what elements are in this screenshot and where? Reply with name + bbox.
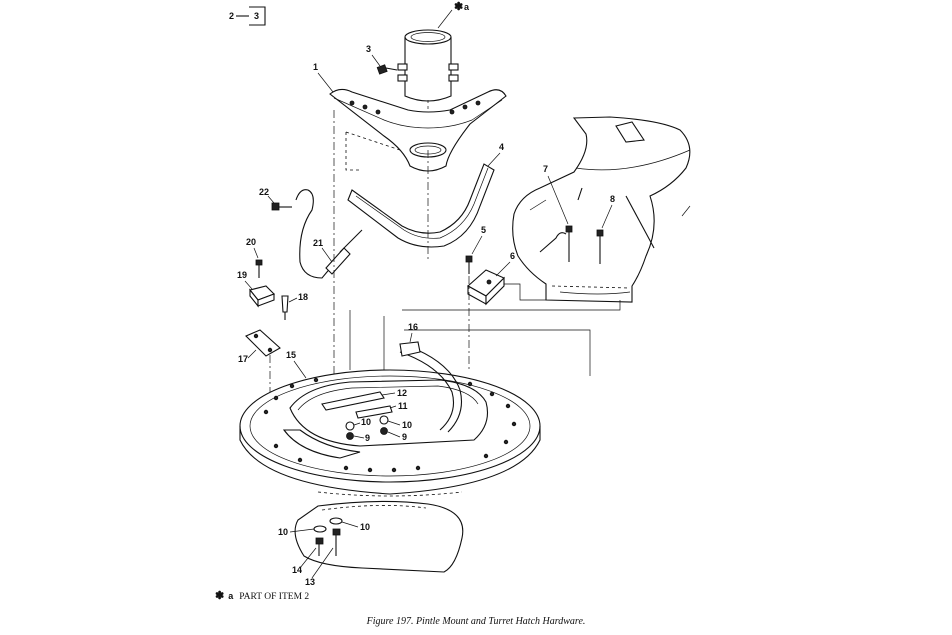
turret-roof-section [512,116,691,303]
pintle-bracket-1: 1 [313,62,507,172]
callout-15: 15 [286,350,296,360]
bolt-3: 3 [366,44,398,75]
callout-1: 1 [313,62,318,72]
callout-10-right: 10 [402,420,412,430]
callout-10-lower-left: 10 [278,527,288,537]
hatch-stop-16: 16 [399,322,421,357]
floor-callouts: 10 10 14 13 [278,521,370,587]
callout-19: 19 [237,270,247,280]
callout-21: 21 [313,238,323,248]
strip-12: 12 [321,388,407,411]
callout-13: 13 [305,577,315,587]
callout-3: 3 [366,44,371,54]
callout-18: 18 [298,292,308,302]
callout-7: 7 [543,164,548,174]
svg-text:✽: ✽ [454,1,463,13]
footnote-letter: a [228,591,234,601]
callout-12: 12 [397,388,407,398]
callout-17: 17 [238,354,248,364]
bolt-14 [313,525,327,556]
ring-edge-detail [317,491,463,497]
hinge-block-6: 6 [467,251,515,306]
callout-4: 4 [499,142,504,152]
callout-5: 5 [481,225,486,235]
callout-a: ✽ a [437,1,470,29]
alignment-lines [349,283,621,376]
strip-11: 11 [355,401,408,419]
callout-9-right: 9 [402,432,407,442]
callout-a-label: a [464,2,470,12]
connector-21: 21 [313,229,363,275]
footnote: ✽a PART OF ITEM 2 [215,589,309,602]
callout-6: 6 [510,251,515,261]
asterisk-icon: ✽ [215,590,225,602]
nut-washer-set: 10 9 10 9 [345,415,412,443]
mount-outline [345,131,401,171]
callout-22: 22 [259,187,269,197]
figure-caption: Figure 197. Pintle Mount and Turret Hatc… [366,616,586,627]
header-item-number: 2 [229,11,234,21]
clamp-block-19: 19 [237,270,275,308]
turret-ring-15: 15 [239,345,541,495]
callout-20: 20 [246,237,256,247]
hatch-guard-4: 4 [347,142,504,248]
bolt-7: 7 [543,164,573,262]
cable-assembly-22: 22 [259,187,333,279]
bolt-13 [329,517,343,556]
callout-8: 8 [610,194,615,204]
callout-10-left: 10 [361,417,371,427]
vertical-axes [269,110,470,468]
screw-5: 5 [465,225,486,274]
screw-20: 20 [246,237,263,278]
fitting-18: 18 [281,292,308,320]
bracket-17: 17 [238,329,281,364]
callout-9-left: 9 [365,433,370,443]
footnote-text: PART OF ITEM 2 [239,592,310,602]
bolt-8: 8 [596,194,615,264]
callout-14: 14 [292,565,302,575]
callout-10-lower-right: 10 [360,522,370,532]
floor-section [294,500,464,573]
callout-11: 11 [398,401,408,411]
header-part-number: 3 [254,11,259,21]
item-reference-box: 2 3 [229,6,266,26]
callout-16: 16 [408,322,418,332]
